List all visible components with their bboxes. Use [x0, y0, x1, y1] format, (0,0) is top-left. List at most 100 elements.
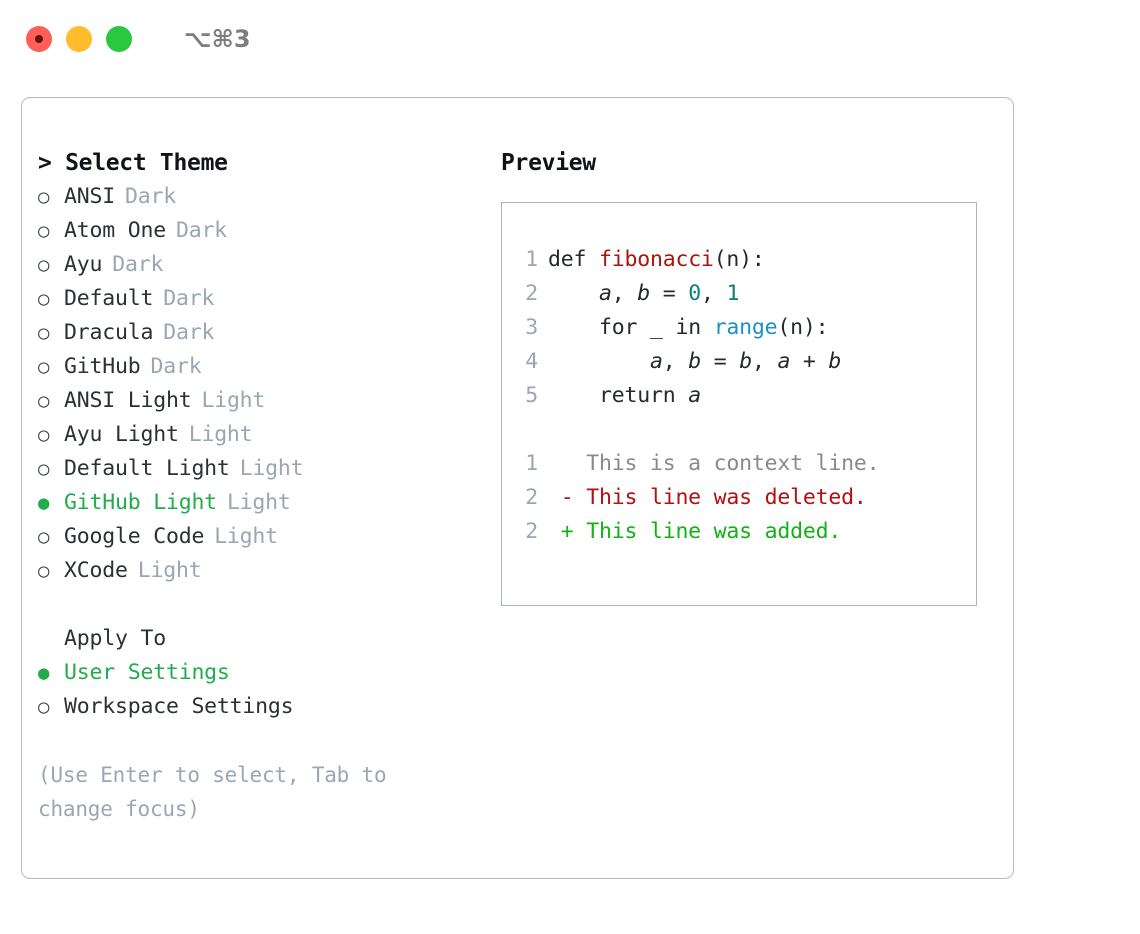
theme-option-label: Dracula — [64, 320, 154, 345]
theme-option-badge: Dark — [124, 184, 176, 209]
code-line-number: 2 — [525, 281, 538, 306]
diff-line: 2 - This line was deleted. — [502, 481, 976, 515]
code-token-plain: (n): — [777, 315, 829, 340]
code-token-var: b — [688, 349, 701, 374]
diff-line-content: This is a context line. — [548, 451, 880, 476]
code-token-plain: , — [611, 281, 638, 306]
radio-unselected-icon: ○ — [38, 390, 50, 412]
maximize-button[interactable] — [106, 26, 132, 52]
theme-option-badge: Light — [137, 558, 202, 583]
theme-option-ansi-light[interactable]: ○ ANSI Light Light — [38, 384, 488, 418]
code-token-fn: fibonacci — [598, 247, 714, 272]
code-token-plain — [548, 349, 650, 374]
code-line: 5 return a — [502, 379, 976, 413]
code-token-kw: def — [548, 247, 599, 272]
diff-line-number: 2 — [525, 485, 538, 510]
theme-option-label: XCode — [64, 558, 128, 583]
radio-unselected-icon: ○ — [38, 696, 50, 718]
traffic-lights — [26, 26, 132, 52]
apply-to-option-label: Workspace Settings — [64, 694, 294, 719]
theme-option-dracula[interactable]: ○ Dracula Dark — [38, 316, 488, 350]
code-token-var: b — [637, 281, 650, 306]
apply-to-option-workspace-settings[interactable]: ○ Workspace Settings — [38, 690, 488, 724]
theme-option-badge: Light — [188, 422, 253, 447]
diff-line-number: 2 — [525, 519, 538, 544]
diff-line-content: - This line was deleted. — [548, 485, 867, 510]
code-token-call: range — [713, 315, 778, 340]
theme-option-badge: Dark — [150, 354, 202, 379]
code-token-kw: for — [548, 315, 650, 340]
code-line: 3 for _ in range(n): — [502, 311, 976, 345]
theme-option-badge: Light — [239, 456, 304, 481]
radio-selected-icon: ● — [38, 662, 50, 684]
code-line: 2 a, b = 0, 1 — [502, 277, 976, 311]
radio-unselected-icon: ○ — [38, 356, 50, 378]
theme-option-badge: Dark — [175, 218, 227, 243]
diff-sample: 1 This is a context line.2 - This line w… — [502, 447, 976, 549]
code-token-kw: return — [548, 383, 689, 408]
theme-option-label: GitHub Light — [64, 490, 217, 515]
diff-line-number: 1 — [525, 451, 538, 476]
radio-unselected-icon: ○ — [38, 526, 50, 548]
theme-option-label: GitHub — [64, 354, 141, 379]
diff-line: 1 This is a context line. — [502, 447, 976, 481]
apply-to-option-label: User Settings — [64, 660, 230, 685]
radio-unselected-icon: ○ — [38, 254, 50, 276]
theme-option-google-code[interactable]: ○ Google Code Light — [38, 520, 488, 554]
code-token-plain: , — [662, 349, 689, 374]
code-diff-spacer — [502, 413, 976, 447]
diff-line: 2 + This line was added. — [502, 515, 976, 549]
theme-option-badge: Dark — [112, 252, 164, 277]
theme-option-badge: Light — [214, 524, 278, 549]
code-line-number: 4 — [525, 349, 538, 374]
radio-unselected-icon: ○ — [38, 288, 50, 310]
code-line: 4 a, b = b, a + b — [502, 345, 976, 379]
apply-to-section: Apply To ● User Settings ○ Workspace Settin… — [38, 622, 488, 724]
theme-option-badge: Light — [201, 388, 266, 413]
code-token-num: 0 — [688, 281, 701, 306]
apply-to-option-list[interactable]: ● User Settings ○ Workspace Settings — [38, 656, 488, 724]
code-line-content: a, b = b, a + b — [548, 345, 841, 379]
theme-option-label: ANSI Light — [64, 388, 192, 413]
code-line-content: return a — [548, 379, 701, 413]
apply-to-heading: Apply To — [64, 626, 166, 651]
radio-unselected-icon: ○ — [38, 424, 50, 446]
code-token-plain: , — [700, 281, 727, 306]
code-line-number: 5 — [525, 383, 538, 408]
minimize-button[interactable] — [66, 26, 92, 52]
radio-unselected-icon: ○ — [38, 322, 50, 344]
apply-to-option-user-settings[interactable]: ● User Settings — [38, 656, 488, 690]
theme-option-github[interactable]: ○ GitHub Dark — [38, 350, 488, 384]
preview-heading: Preview — [501, 150, 596, 176]
theme-option-label: Ayu — [64, 252, 103, 277]
title-bar: ⌥⌘3 — [0, 0, 1140, 78]
code-token-plain: = — [700, 349, 740, 374]
theme-option-ayu-light[interactable]: ○ Ayu Light Light — [38, 418, 488, 452]
theme-option-label: Ayu Light — [64, 422, 179, 447]
radio-unselected-icon: ○ — [38, 220, 50, 242]
code-line-number: 1 — [525, 247, 538, 272]
theme-option-ayu[interactable]: ○ Ayu Dark — [38, 248, 488, 282]
code-token-var: a — [777, 349, 791, 374]
code-token-var: b — [739, 349, 752, 374]
theme-option-badge: Dark — [163, 320, 215, 345]
theme-option-label: Google Code — [64, 524, 205, 549]
code-token-plain: + — [790, 349, 829, 374]
code-line-content: for _ in range(n): — [548, 311, 829, 345]
close-button[interactable] — [26, 26, 52, 52]
select-theme-heading: > Select Theme — [38, 150, 228, 176]
radio-unselected-icon: ○ — [38, 186, 50, 208]
code-token-plain: , — [751, 349, 778, 374]
